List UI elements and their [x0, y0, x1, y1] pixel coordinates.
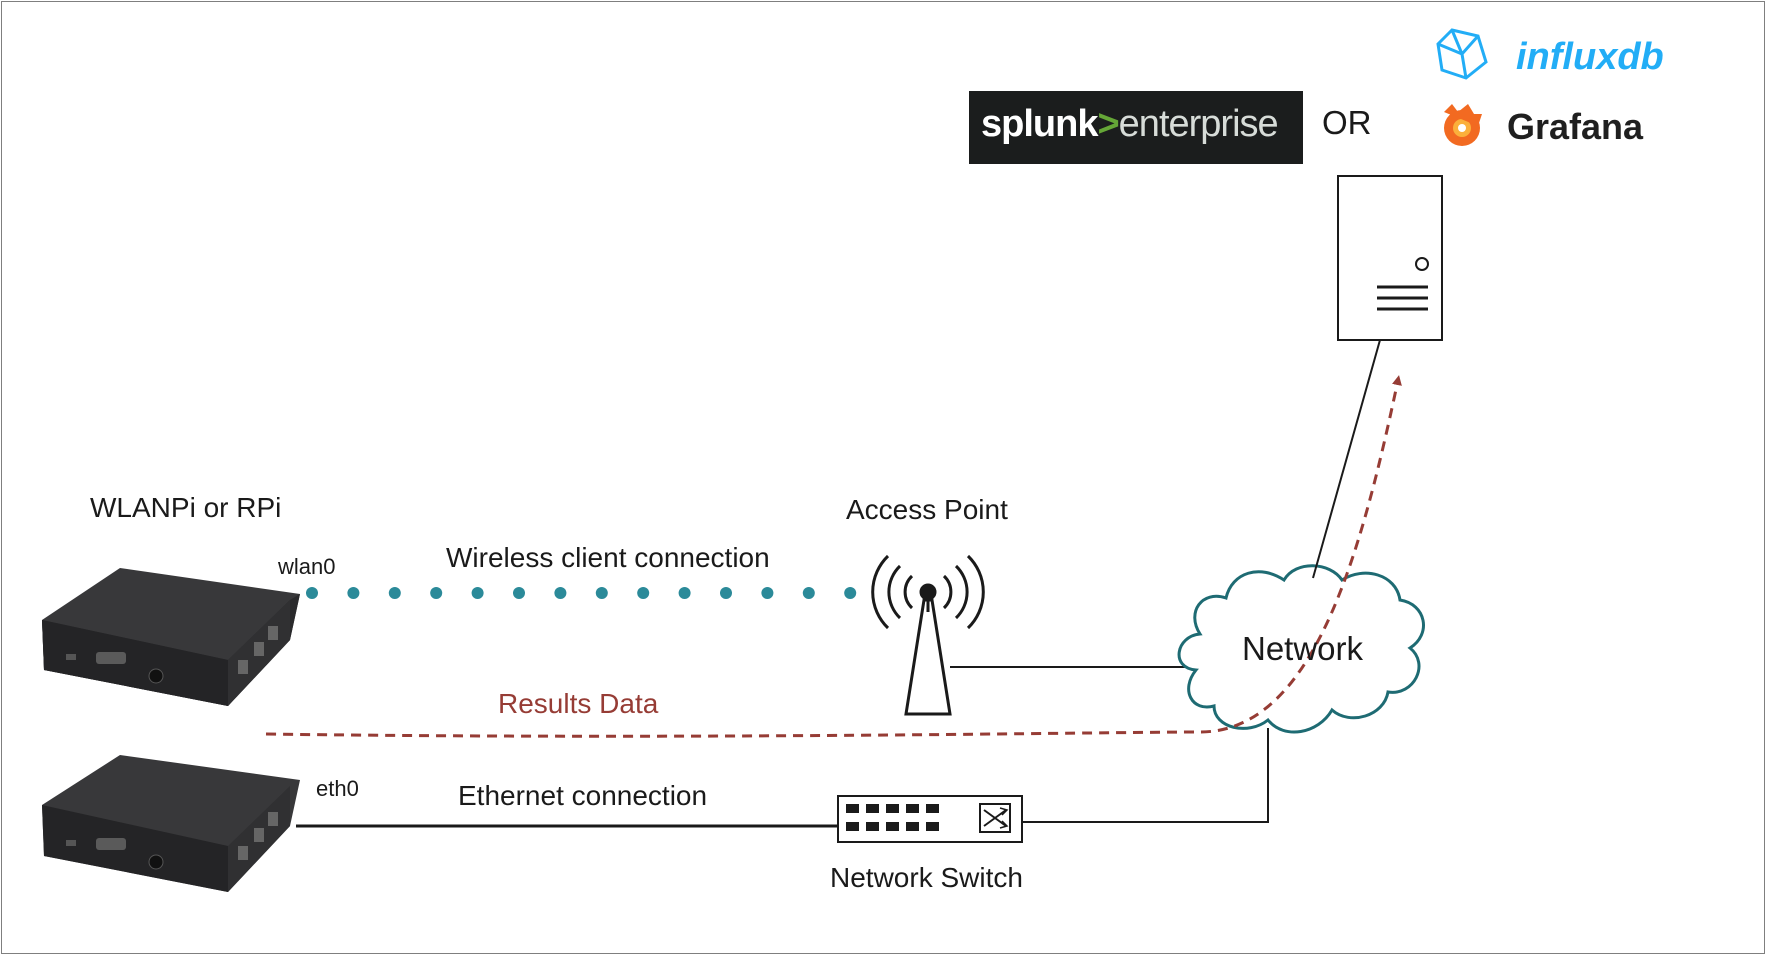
network-switch-label: Network Switch	[830, 862, 1023, 893]
wireless-dot	[430, 587, 443, 599]
switch-port	[926, 822, 939, 831]
switch-port	[846, 804, 859, 813]
or-label: OR	[1322, 104, 1372, 141]
wireless-dot	[595, 587, 608, 599]
eth0-label: eth0	[316, 776, 359, 801]
grafana-wordmark: Grafana	[1507, 106, 1644, 147]
switch-port	[926, 804, 939, 813]
server-icon	[1337, 175, 1443, 341]
splunk-chevron: >	[1097, 103, 1119, 145]
switch-network-line	[1022, 728, 1269, 823]
wireless-dot	[471, 587, 484, 599]
results-data-arrow	[265, 375, 1402, 738]
results-data-label: Results Data	[498, 688, 659, 719]
network-switch-icon	[837, 795, 1023, 843]
access-point-label: Access Point	[846, 494, 1008, 525]
splunk-enterprise-logo: splunk>enterprise	[969, 91, 1303, 164]
network-server-line	[1312, 339, 1381, 579]
switch-port	[866, 822, 879, 831]
wireless-dot	[802, 587, 815, 599]
wireless-dot	[637, 587, 650, 599]
switch-port	[866, 804, 879, 813]
wlan0-label: wlan0	[278, 554, 336, 579]
influxdb-wordmark: influxdb	[1516, 36, 1664, 78]
wireless-dot	[388, 587, 401, 599]
switch-port	[886, 822, 899, 831]
network-label: Network	[1242, 630, 1364, 667]
wireless-connection-label: Wireless client connection	[446, 542, 770, 573]
wireless-dot	[347, 587, 360, 599]
splunk-wordmark: splunk	[981, 103, 1098, 145]
wireless-dot	[761, 587, 774, 599]
wireless-dot	[306, 587, 318, 599]
grafana-logo-icon	[1444, 104, 1482, 146]
device-bottom-icon	[42, 755, 300, 892]
switch-port	[906, 804, 919, 813]
wireless-dot	[554, 587, 567, 599]
device-top-icon	[42, 568, 300, 706]
switch-port	[846, 822, 859, 831]
wireless-connection-line	[306, 587, 857, 599]
network-cloud-icon	[1177, 564, 1425, 734]
wireless-dot	[678, 587, 691, 599]
ethernet-connection-label: Ethernet connection	[458, 780, 708, 811]
wireless-dot	[720, 587, 732, 599]
switch-port	[886, 804, 899, 813]
influxdb-logo-icon	[1436, 28, 1488, 80]
splunk-enterprise-wordmark: enterprise	[1118, 103, 1279, 145]
wireless-dot	[513, 587, 525, 599]
device-title-label: WLANPi or RPi	[90, 492, 282, 523]
access-point-icon	[871, 554, 985, 716]
switch-port	[906, 822, 919, 831]
wireless-dot	[844, 587, 857, 599]
